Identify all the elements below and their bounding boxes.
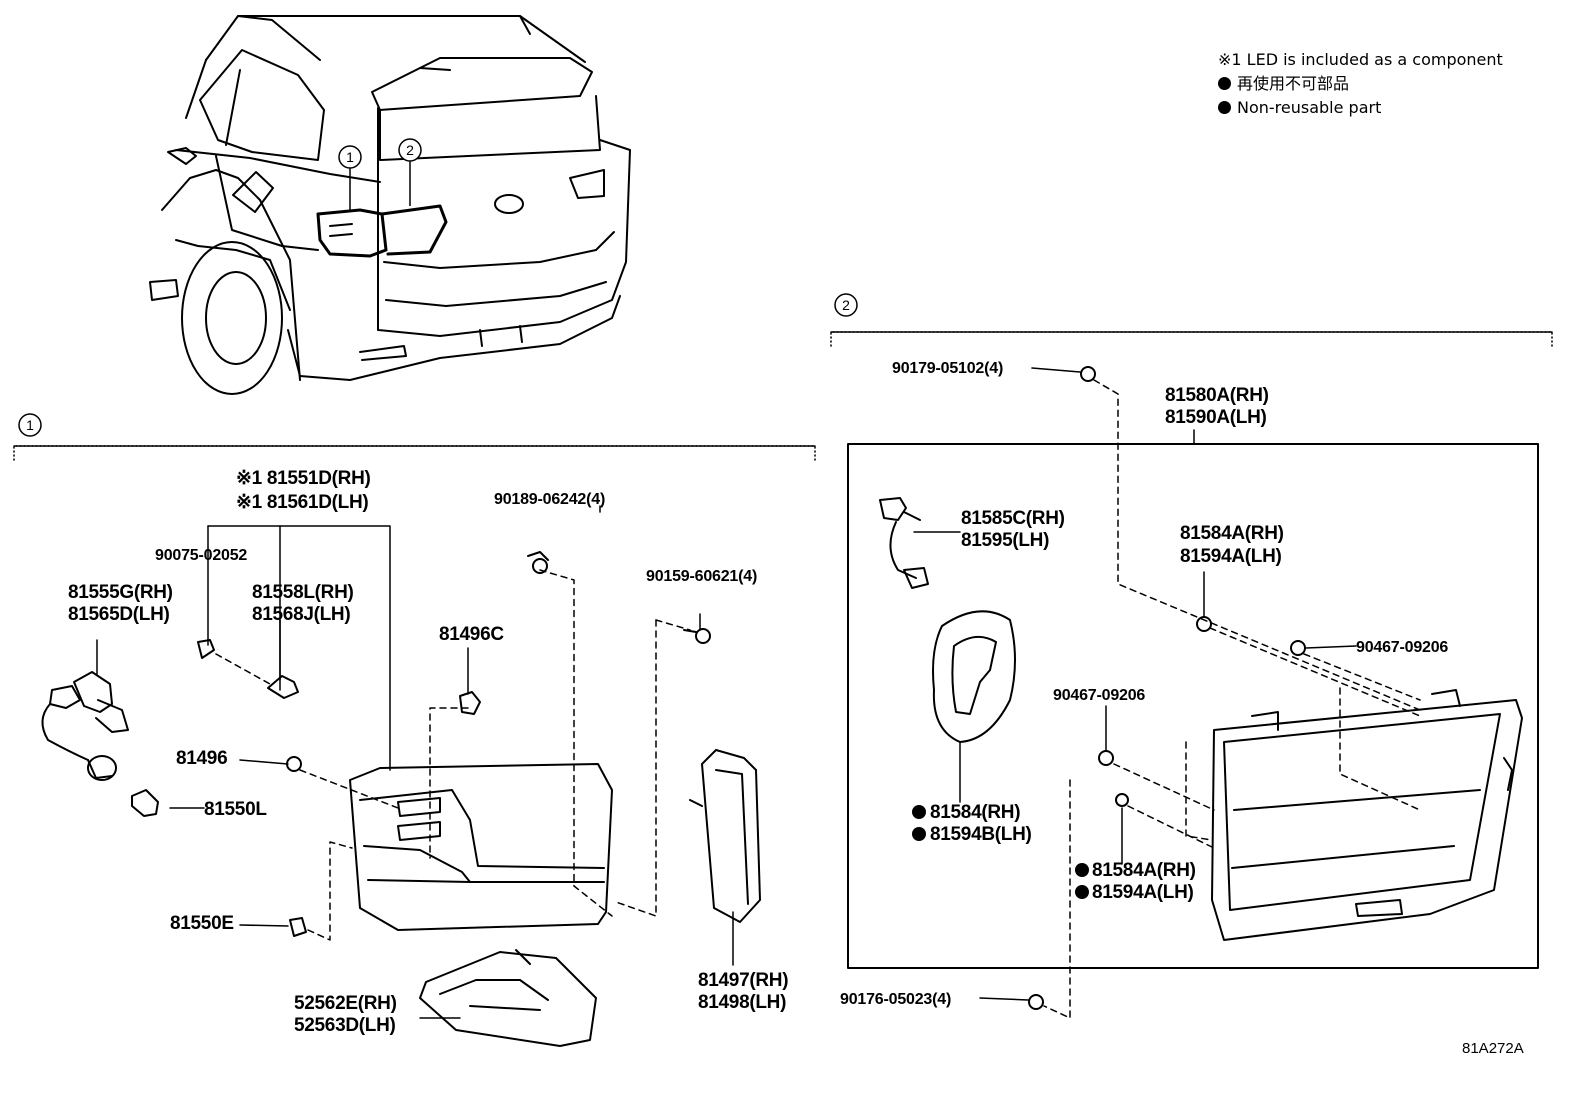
screw-90467-right bbox=[1290, 640, 1306, 656]
gasket-81584 bbox=[932, 610, 1016, 743]
part-label-81498-lh: 81498(LH) bbox=[698, 992, 786, 1013]
gasket-81584a-upper bbox=[1196, 616, 1212, 632]
part-label-81584a-rh-lower: 81584A(RH) bbox=[1092, 860, 1196, 881]
nut-90189 bbox=[532, 558, 548, 574]
clip-81496 bbox=[286, 756, 302, 772]
part-label-81594a-lh: 81594A(LH) bbox=[1180, 546, 1282, 567]
part-label-81565d-lh: 81565D(LH) bbox=[68, 604, 170, 625]
legend-non-reusable-jp: 再使用不可部品 bbox=[1218, 72, 1558, 96]
part-label-90176: 90176-05023(4) bbox=[840, 991, 951, 1008]
part-label-81561d-lh: ※1 81561D(LH) bbox=[236, 492, 368, 513]
rear-combination-lamp-body bbox=[349, 763, 613, 931]
non-reusable-dot-icon bbox=[1218, 77, 1231, 90]
lamp-bracket-52562e bbox=[419, 949, 597, 1047]
part-label-90179: 90179-05102(4) bbox=[892, 360, 1003, 377]
legend: ※1 LED is included as a component 再使用不可部… bbox=[1218, 48, 1558, 120]
part-label-81584a-rh: 81584A(RH) bbox=[1180, 523, 1284, 544]
bolt-90159 bbox=[695, 628, 711, 644]
part-label-81568j-lh: 81568J(LH) bbox=[252, 604, 350, 625]
part-label-90467-right: 90467-09206 bbox=[1356, 639, 1448, 656]
part-label-81550e: 81550E bbox=[170, 913, 234, 934]
svg-text:2: 2 bbox=[406, 142, 414, 158]
non-reusable-marker-81594a bbox=[1075, 885, 1089, 899]
group1-label: 1 bbox=[18, 413, 42, 437]
clip-81496c bbox=[459, 691, 481, 715]
part-label-52562e-rh: 52562E(RH) bbox=[294, 993, 397, 1014]
part-label-81584-rh: 81584(RH) bbox=[930, 802, 1020, 823]
screw-90179 bbox=[1080, 366, 1096, 382]
screw-90467-left bbox=[1098, 750, 1114, 766]
group1-bracket bbox=[13, 445, 816, 461]
group2-assembly-box bbox=[847, 443, 1539, 969]
part-label-81551d-rh: ※1 81551D(RH) bbox=[236, 468, 371, 489]
bulb-81558l bbox=[267, 675, 299, 699]
illustration-code: 81A272A bbox=[1462, 1040, 1524, 1057]
legend-non-reusable-jp-text: 再使用不可部品 bbox=[1237, 74, 1350, 93]
non-reusable-marker-81584a bbox=[1075, 863, 1089, 877]
callout-1-vehicle: 1 bbox=[338, 145, 362, 212]
non-reusable-marker-81584 bbox=[912, 805, 926, 819]
part-label-81594b-lh: 81594B(LH) bbox=[930, 824, 1032, 845]
part-label-90467-left: 90467-09206 bbox=[1053, 687, 1145, 704]
non-reusable-marker-81594b bbox=[912, 827, 926, 841]
lamp-wire-81585c bbox=[879, 497, 929, 589]
svg-text:1: 1 bbox=[346, 149, 354, 165]
callout-2-vehicle: 2 bbox=[398, 138, 422, 206]
part-label-81580a-rh: 81580A(RH) bbox=[1165, 385, 1269, 406]
part-label-90189: 90189-06242(4) bbox=[494, 491, 605, 508]
group2-bracket bbox=[830, 331, 1553, 347]
part-label-81496c: 81496C bbox=[439, 624, 504, 645]
svg-text:2: 2 bbox=[842, 297, 850, 313]
part-label-90159: 90159-60621(4) bbox=[646, 568, 757, 585]
clip-81550e bbox=[289, 917, 307, 937]
part-label-81595-lh: 81595(LH) bbox=[961, 530, 1049, 551]
legend-non-reusable-en: Non-reusable part bbox=[1218, 96, 1558, 120]
non-reusable-dot-icon bbox=[1218, 101, 1231, 114]
part-label-52563d-lh: 52563D(LH) bbox=[294, 1015, 396, 1036]
part-label-81555g-rh: 81555G(RH) bbox=[68, 582, 173, 603]
part-label-81585c-rh: 81585C(RH) bbox=[961, 508, 1065, 529]
lamp-cover-81497 bbox=[689, 749, 761, 923]
screw-90075 bbox=[197, 639, 215, 659]
part-label-81497-rh: 81497(RH) bbox=[698, 970, 788, 991]
bulb-81550l bbox=[131, 789, 159, 817]
part-label-81558l-rh: 81558L(RH) bbox=[252, 582, 354, 603]
gasket-81584a-lower bbox=[1115, 793, 1129, 807]
screw-90176 bbox=[1028, 994, 1044, 1010]
part-label-90075: 90075-02052 bbox=[155, 547, 247, 564]
socket-wire-harness bbox=[41, 671, 129, 781]
legend-non-reusable-en-text: Non-reusable part bbox=[1237, 98, 1382, 117]
part-label-81594a-lh-lower: 81594A(LH) bbox=[1092, 882, 1194, 903]
vehicle-rear-illustration bbox=[149, 15, 631, 395]
part-label-81590a-lh: 81590A(LH) bbox=[1165, 407, 1267, 428]
legend-led-note: ※1 LED is included as a component bbox=[1218, 50, 1503, 69]
group2-label: 2 bbox=[834, 293, 858, 317]
part-label-81550l: 81550L bbox=[204, 799, 267, 820]
part-label-81496: 81496 bbox=[176, 748, 227, 769]
svg-text:1: 1 bbox=[26, 417, 34, 433]
rear-lamp-assembly-81580a bbox=[1211, 689, 1523, 941]
